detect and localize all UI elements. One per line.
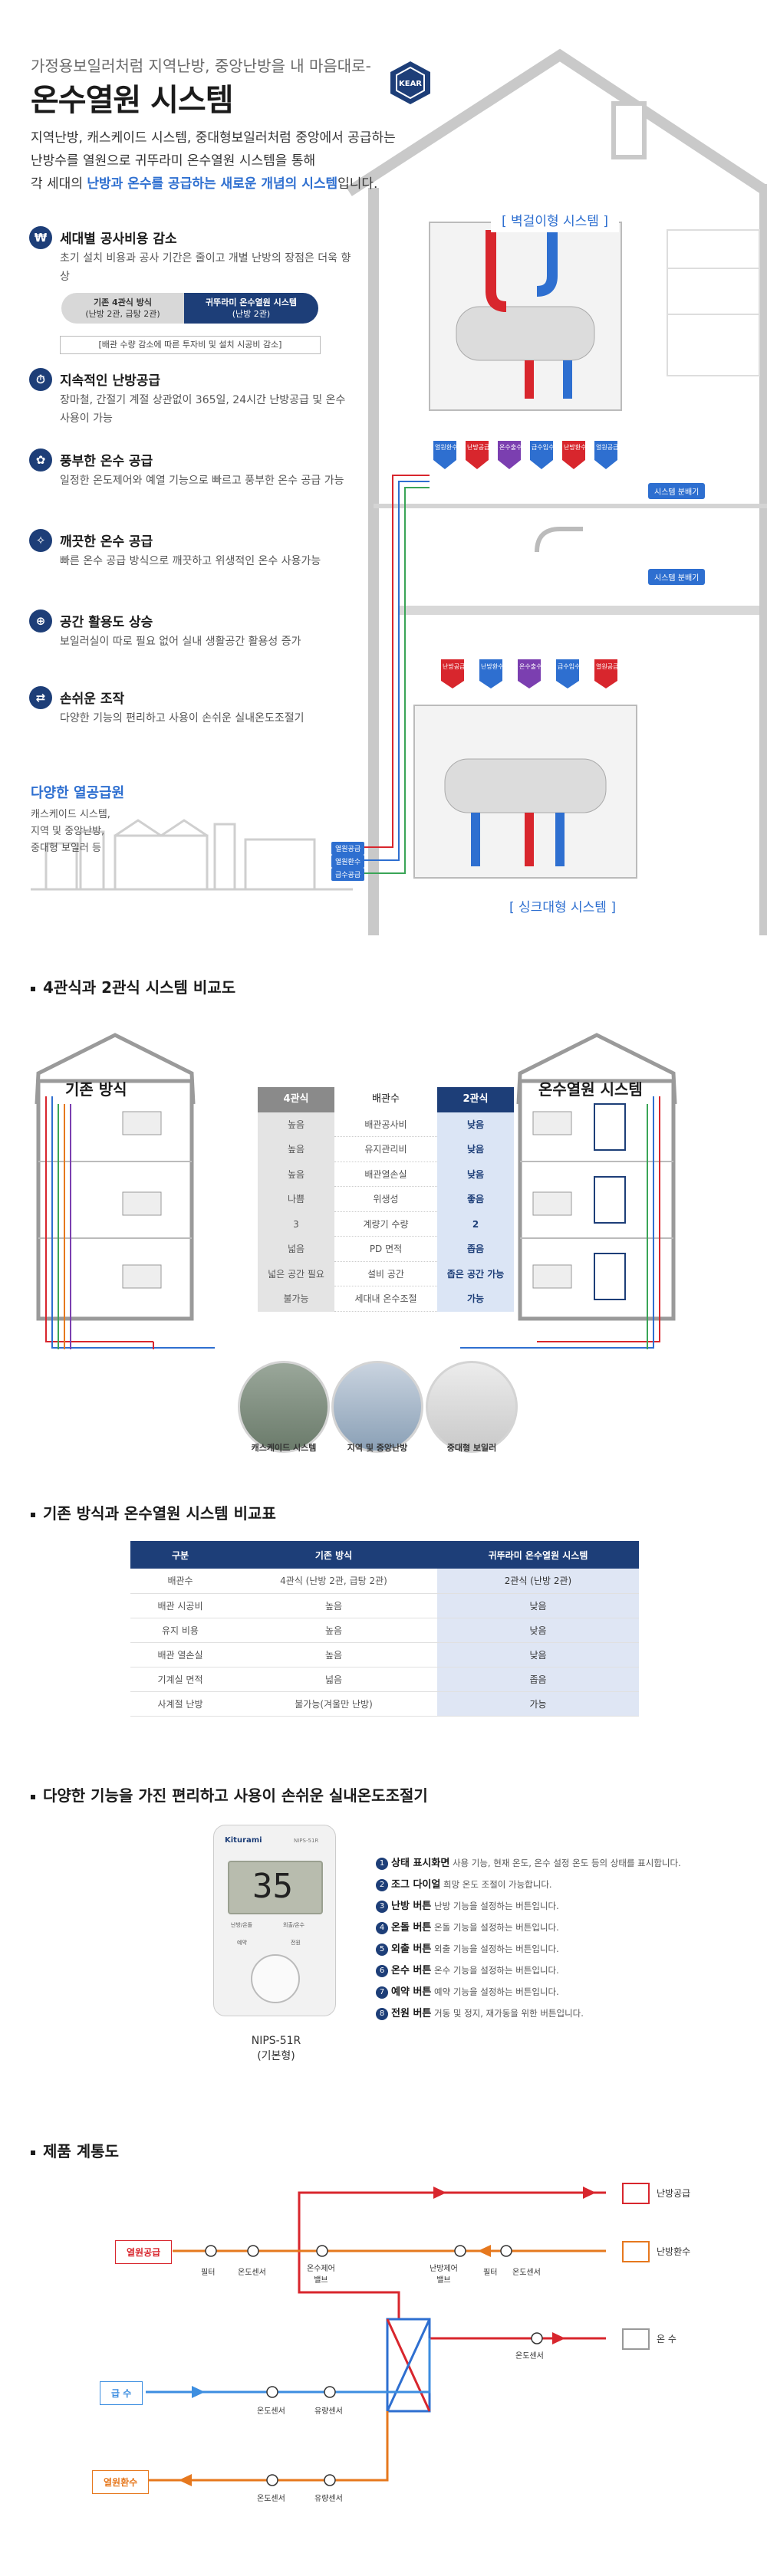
hero-illustration bbox=[31, 48, 767, 935]
compare-diagram bbox=[35, 1033, 677, 1349]
away-button[interactable]: 외출/온수 bbox=[283, 1922, 305, 1928]
thermostat-display: 35 bbox=[228, 1861, 323, 1914]
pipe-label: 열원공급 bbox=[331, 842, 365, 855]
heat-button[interactable]: 난방/온돌 bbox=[231, 1922, 253, 1928]
component-label: 온도센서 bbox=[515, 2352, 544, 2361]
component-label: 온도센서 bbox=[257, 2407, 285, 2416]
water-supply-tag: 급 수 bbox=[100, 2381, 143, 2405]
compare-note: [배관 수량 감소에 따른 투자비 및 설치 시공비 감소] bbox=[60, 336, 321, 354]
thermostat: Kiturami NIPS-51R 35 난방/온돌 외출/온수 예약 전원 bbox=[213, 1825, 336, 2016]
component-label: 온도센서 bbox=[257, 2495, 285, 2503]
component-label: 온수제어 밸브 bbox=[307, 2265, 335, 2285]
clean-icon: ✧ bbox=[29, 529, 52, 552]
circle-caption: 중대형 보일러 bbox=[446, 1443, 497, 1453]
circle-caption: 지역 및 중앙난방 bbox=[347, 1443, 408, 1453]
component-label: 난방제어 밸브 bbox=[430, 2265, 458, 2285]
component-label: 필터 bbox=[201, 2269, 216, 2277]
hero-description: 지역난방, 캐스케이드 시스템, 중대형보일러처럼 중앙에서 공급하는 난방수를… bbox=[31, 130, 396, 192]
right-house-title: 온수열원 시스템 bbox=[538, 1080, 643, 1099]
hero-subtitle: 가정용보일러처럼 지역난방, 중앙난방을 내 마음대로- bbox=[31, 57, 371, 75]
section-heading: 다양한 기능을 가진 편리하고 사용이 손쉬운 실내온도조절기 bbox=[31, 1783, 428, 1806]
cascade-photo bbox=[238, 1361, 330, 1453]
component-label: 필터 bbox=[483, 2269, 498, 2277]
output-label: 온 수 bbox=[657, 2334, 676, 2344]
circle-caption: 캐스케이드 시스템 bbox=[251, 1443, 317, 1453]
hero-title: 온수열원 시스템 bbox=[31, 83, 234, 118]
model-label: NIPS-51R bbox=[294, 1838, 319, 1844]
section-heading: 기존 방식과 온수열원 시스템 비교표 bbox=[31, 1501, 276, 1523]
clock-icon: ⏱ bbox=[29, 368, 52, 391]
component-label: 온도센서 bbox=[238, 2269, 266, 2277]
sink-system-tag: [ 싱크대형 시스템 ] bbox=[499, 893, 627, 918]
space-icon: ⊕ bbox=[29, 610, 52, 632]
thermostat-caption: NIPS-51R(기본형) bbox=[251, 2035, 301, 2062]
left-house-title: 기존 방식 bbox=[65, 1080, 127, 1099]
component-label: 유량센서 bbox=[314, 2407, 343, 2416]
control-icon: ⇄ bbox=[29, 686, 52, 709]
won-icon: ₩ bbox=[29, 226, 52, 249]
system-flow-diagram bbox=[142, 2183, 650, 2486]
heat-return-tag: 열원환수 bbox=[92, 2470, 150, 2494]
svg-text:KEAR: KEAR bbox=[399, 80, 422, 88]
power-button[interactable]: 전원 bbox=[291, 1940, 301, 1946]
section-heading: 4관식과 2관식 시스템 비교도 bbox=[31, 975, 235, 997]
component-label: 온도센서 bbox=[512, 2269, 541, 2277]
wall-port-arrows bbox=[433, 441, 617, 469]
hero-section: 가정용보일러처럼 지역난방, 중앙난방을 내 마음대로- 온수열원 시스템 KE… bbox=[0, 0, 767, 935]
sink-port-arrows bbox=[441, 659, 617, 688]
output-label: 난방공급 bbox=[657, 2188, 691, 2199]
section-heading: 제품 계통도 bbox=[31, 2139, 119, 2161]
heat-source-box: 다양한 열공급원 캐스케이드 시스템, 지역 및 중앙난방, 중대형 보일러 등 bbox=[31, 785, 125, 854]
district-heating-photo bbox=[331, 1361, 423, 1453]
heat-supply-tag: 열원공급 bbox=[115, 2240, 173, 2264]
kear-badge-icon: KEAR bbox=[390, 61, 430, 104]
output-label: 난방환수 bbox=[657, 2246, 691, 2257]
reserve-button[interactable]: 예약 bbox=[237, 1940, 247, 1946]
component-label: 유량센서 bbox=[314, 2495, 343, 2503]
distributor-label: 시스템 분배기 bbox=[648, 569, 706, 585]
water-icon: ✿ bbox=[29, 449, 52, 472]
distributor-label: 시스템 분배기 bbox=[648, 483, 706, 499]
wall-system-tag: [ 벽걸이형 시스템 ] bbox=[491, 207, 619, 232]
boiler-photo bbox=[426, 1361, 518, 1453]
compare-pill-old: 기존 4관식 방식(난방 2관, 급탕 2관) bbox=[61, 293, 184, 324]
pipe-label: 열원환수 bbox=[331, 855, 365, 868]
compare-pill-new: 귀뚜라미 온수열원 시스템(난방 2관) bbox=[184, 293, 318, 324]
brand-label: Kiturami bbox=[225, 1836, 262, 1845]
jog-dial[interactable] bbox=[251, 1954, 300, 2003]
pipe-label: 급수공급 bbox=[331, 868, 365, 881]
